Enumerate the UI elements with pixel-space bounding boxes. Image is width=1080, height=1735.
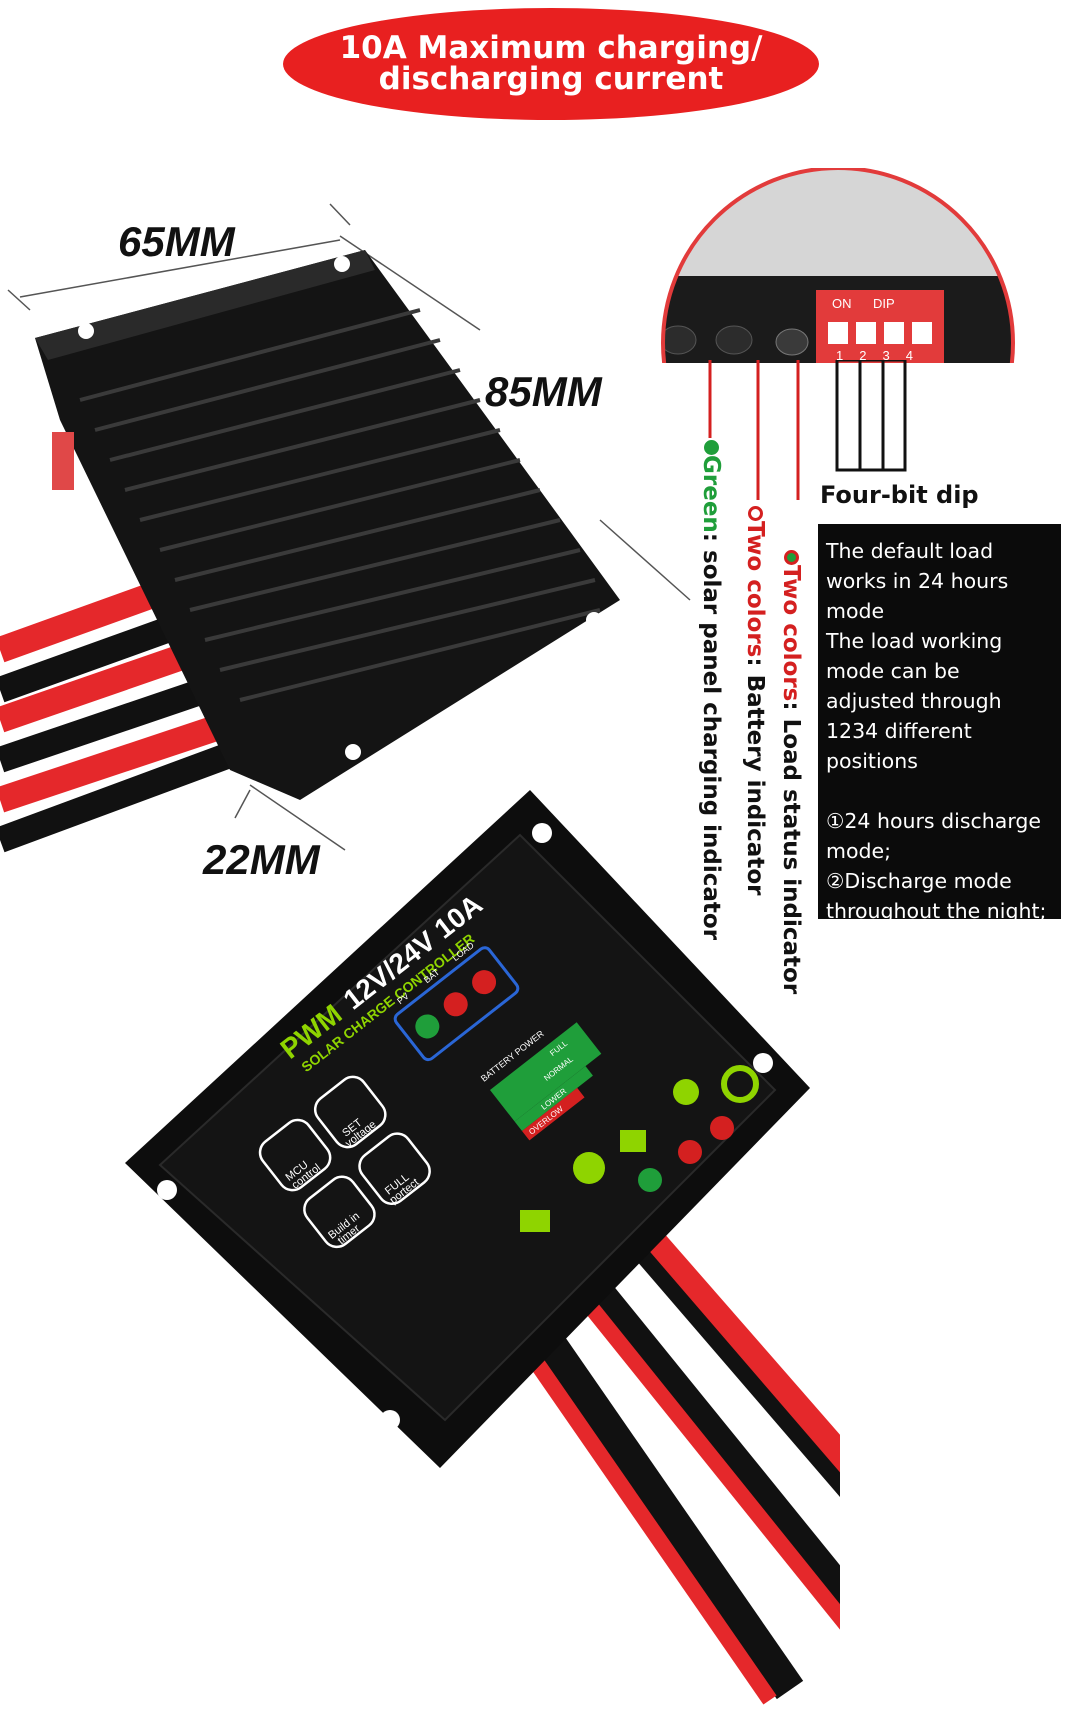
info-paragraph-1: The default load works in 24 hours mode … <box>826 539 1009 773</box>
dimension-height: 22MM <box>203 836 320 883</box>
dimension-width: 65MM <box>118 218 235 265</box>
dip-caption: Four-bit dip <box>820 481 979 509</box>
indicator-solar-text: : solar panel charging indicator <box>698 532 724 941</box>
info-paragraph-2: ①24 hours discharge mode; ②Discharge mod… <box>826 809 1049 983</box>
indicator-load: Two colors: Load status indicator <box>778 550 804 994</box>
green-dot-icon <box>703 440 719 455</box>
dip-position-numbers: 1 2 3 4 <box>836 348 936 363</box>
battery-icon <box>520 1210 550 1232</box>
controller-front-photo: PWM 12V/24V 10A SOLAR CHARGE CONTROLLER … <box>125 790 840 1705</box>
dip-pos-1: 1 <box>836 348 844 363</box>
dip-pos-4: 4 <box>905 348 913 363</box>
dip-pos-2: 2 <box>859 348 867 363</box>
indicator-battery-color: Two colors <box>742 521 768 658</box>
indicator-battery: Two colors: Battery indicator <box>742 506 768 895</box>
headline-banner: 10A Maximum charging/ discharging curren… <box>283 8 819 120</box>
battery-icon-2 <box>620 1130 646 1152</box>
dip-on-label: ON <box>832 296 852 311</box>
dip-pos-3: 3 <box>882 348 890 363</box>
indicator-solar: Green: solar panel charging indicator <box>698 440 724 940</box>
indicator-battery-text: : Battery indicator <box>742 657 768 896</box>
heatsink-photo <box>0 203 691 853</box>
indicator-load-text: : Load status indicator <box>778 701 804 995</box>
led-panel-frame <box>393 946 520 1062</box>
load-mode-info-box: The default load works in 24 hours mode … <box>818 524 1061 983</box>
zoom-circle <box>630 168 1070 528</box>
indicator-solar-color: Green <box>698 455 724 533</box>
gear-icon <box>721 1065 759 1103</box>
indicator-load-color: Two colors <box>778 565 804 702</box>
red-dot-icon <box>747 506 763 521</box>
bicolor-dot-icon <box>783 550 799 565</box>
side-dip-switch <box>52 432 74 490</box>
bulb-icon-2 <box>673 1079 699 1105</box>
bulb-icon <box>573 1152 605 1184</box>
banner-line-2: discharging current <box>378 61 724 97</box>
connector-lines <box>708 360 907 500</box>
front-wires <box>493 1219 840 1705</box>
dimension-length: 85MM <box>485 368 602 415</box>
dip-dip-label: DIP <box>873 296 895 311</box>
banner-line-1: 10A Maximum charging/ <box>339 30 763 66</box>
